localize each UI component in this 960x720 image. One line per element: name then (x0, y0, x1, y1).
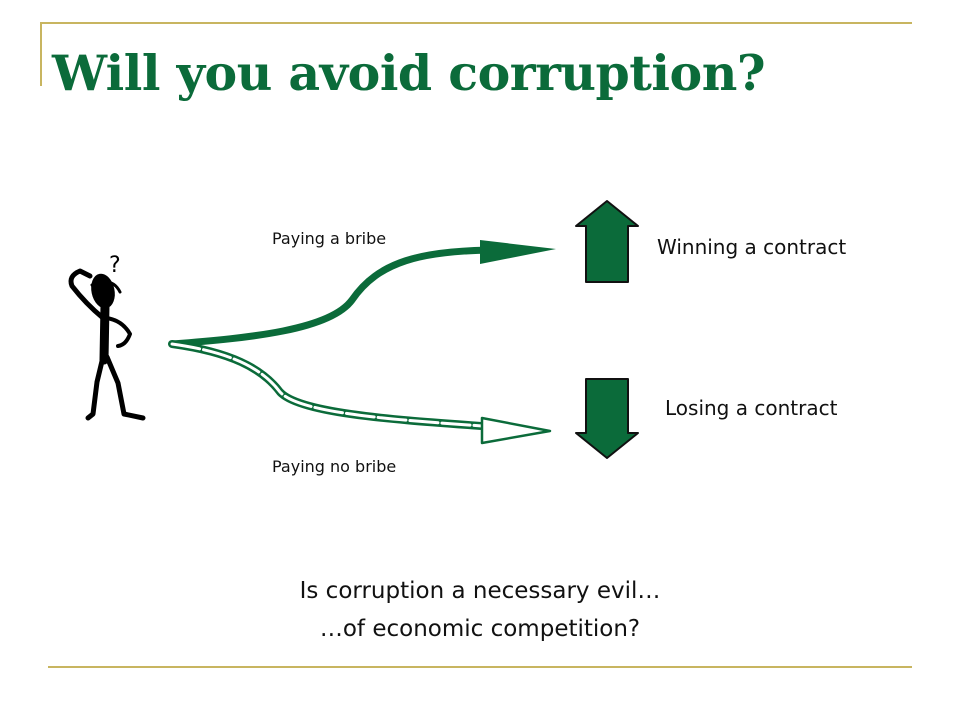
top-rule (40, 22, 912, 24)
thinking-stick-figure-icon: ? (68, 253, 146, 421)
no-bribe-path-label: Paying no bribe (272, 457, 397, 476)
left-rule (40, 22, 42, 86)
bottom-rule (48, 666, 912, 668)
no-bribe-path-arrow (168, 340, 552, 445)
slide-title: Will you avoid corruption? (52, 44, 766, 102)
losing-contract-label: Losing a contract (665, 396, 838, 420)
winning-contract-label: Winning a contract (657, 235, 847, 259)
bribe-path-arrow (168, 240, 556, 348)
question-line-2: …of economic competition? (319, 616, 641, 642)
bribe-path-label: Paying a bribe (272, 229, 387, 248)
question-mark: ? (109, 253, 121, 278)
arrow-down-icon (575, 378, 639, 459)
arrow-up-icon (575, 200, 639, 283)
question-line-1: Is corruption a necessary evil… (299, 578, 661, 604)
